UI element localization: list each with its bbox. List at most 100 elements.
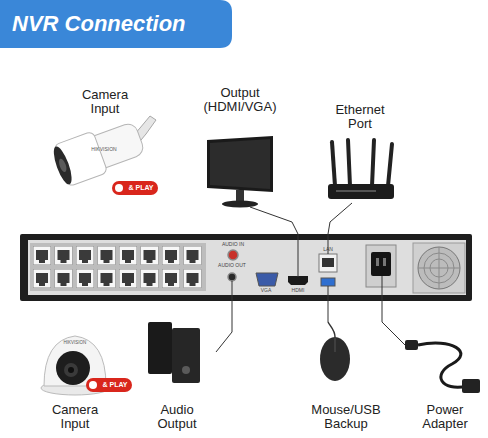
speaker-right <box>172 328 200 383</box>
router-antenna <box>332 142 335 186</box>
leader-line <box>382 276 383 301</box>
port-label: AUDIO OUT <box>214 263 250 268</box>
power-plate <box>366 245 396 287</box>
connector-line <box>328 301 329 322</box>
rj45-port <box>76 246 94 265</box>
fan <box>418 247 460 289</box>
device-label: Audio Output <box>142 403 212 431</box>
badge-text: & PLAY <box>98 381 132 388</box>
device-node: Power Adapter <box>405 325 485 435</box>
rj45-port <box>76 269 94 288</box>
device-node: Camera Input <box>50 88 160 198</box>
power-socket <box>371 252 391 276</box>
monitor-base <box>222 201 258 208</box>
device-label: Ethernet Port <box>325 103 395 131</box>
lan-socket <box>322 258 334 267</box>
dome-bubble <box>56 351 90 385</box>
rj45-port <box>98 246 116 265</box>
power-connector <box>462 379 480 393</box>
connector-line <box>216 301 232 352</box>
dome-lens <box>64 363 78 377</box>
leader-line <box>298 234 299 277</box>
port-block <box>30 243 206 291</box>
camera-lens <box>58 158 68 173</box>
device-node: Mouse/USB Backup <box>300 322 392 435</box>
port-label: AUDIO IN <box>216 242 250 247</box>
plug-play-badge <box>86 378 132 392</box>
bullet-camera <box>50 117 148 188</box>
device-node: AUDIO IN AUDIO OUT VGA HDMI LAN <box>20 234 472 301</box>
camera-front <box>50 145 75 187</box>
leader-line <box>328 286 329 301</box>
power-plug <box>405 340 418 350</box>
monitor-panel <box>210 139 270 189</box>
nvr-chassis <box>20 234 472 301</box>
badge-icon <box>89 381 97 389</box>
device-label: Power Adapter <box>410 403 480 431</box>
device-node: Ethernet Port <box>322 103 398 203</box>
port-label: VGA <box>254 288 278 293</box>
audio-out-port <box>228 273 236 281</box>
connector-group <box>216 203 405 352</box>
brand-text: HIKVISION <box>84 147 124 152</box>
mouse-body <box>320 337 350 381</box>
connector-line <box>250 207 298 234</box>
rj45-port <box>141 269 159 288</box>
router-antenna <box>348 140 350 186</box>
rj45-port <box>162 269 180 288</box>
rj45-port <box>98 269 116 288</box>
connector-line <box>328 203 352 234</box>
nvr-panel <box>28 240 466 295</box>
camera-shield <box>53 131 108 187</box>
device-label: Mouse/USB Backup <box>306 403 386 431</box>
title-tab <box>0 0 232 48</box>
rj45-port <box>33 246 51 265</box>
brand-text: HIKVISION <box>55 341 95 346</box>
hdmi-port <box>288 276 308 285</box>
router-antenna <box>388 144 392 186</box>
rj45-port <box>33 269 51 288</box>
device-label: Camera Input <box>45 403 105 431</box>
socket-pin <box>383 258 386 266</box>
diagram-title: NVR Connection <box>12 11 186 37</box>
device-node: Output (HDMI/VGA) <box>190 86 290 207</box>
device-node: Audio Output <box>138 318 216 435</box>
vga-port <box>256 273 278 286</box>
device-label: Output (HDMI/VGA) <box>195 86 285 114</box>
port-label: LAN <box>316 247 340 252</box>
router-body <box>328 184 394 199</box>
fan-frame <box>413 243 465 293</box>
rj45-port <box>55 269 73 288</box>
speaker-left <box>148 322 172 374</box>
rj45-port <box>119 246 137 265</box>
monitor-screen <box>207 136 273 192</box>
router-leds <box>336 190 376 192</box>
dome-lens-core <box>68 367 74 373</box>
rj45-port <box>141 246 159 265</box>
rj45-port <box>184 246 202 265</box>
socket-pin <box>376 258 379 266</box>
rj45-port <box>162 246 180 265</box>
connector-line <box>382 301 405 345</box>
plug-play-badge <box>112 181 158 195</box>
rj45-port <box>119 269 137 288</box>
badge-icon <box>115 184 123 192</box>
speaker-knob <box>182 366 190 374</box>
usb-port <box>321 278 335 286</box>
fan-grille <box>439 247 440 289</box>
device-label: Camera Input <box>75 88 135 116</box>
mouse-button-split <box>335 338 336 352</box>
router-antenna <box>372 140 374 186</box>
power-cord <box>418 343 468 387</box>
leader-line <box>232 281 233 301</box>
rj45-port <box>184 269 202 288</box>
port-label: HDMI <box>286 288 310 293</box>
rj45-port <box>55 246 73 265</box>
badge-text: & PLAY <box>124 184 158 191</box>
mouse-cable <box>328 322 335 337</box>
lan-port <box>319 254 337 272</box>
audio-in-port <box>228 250 238 260</box>
